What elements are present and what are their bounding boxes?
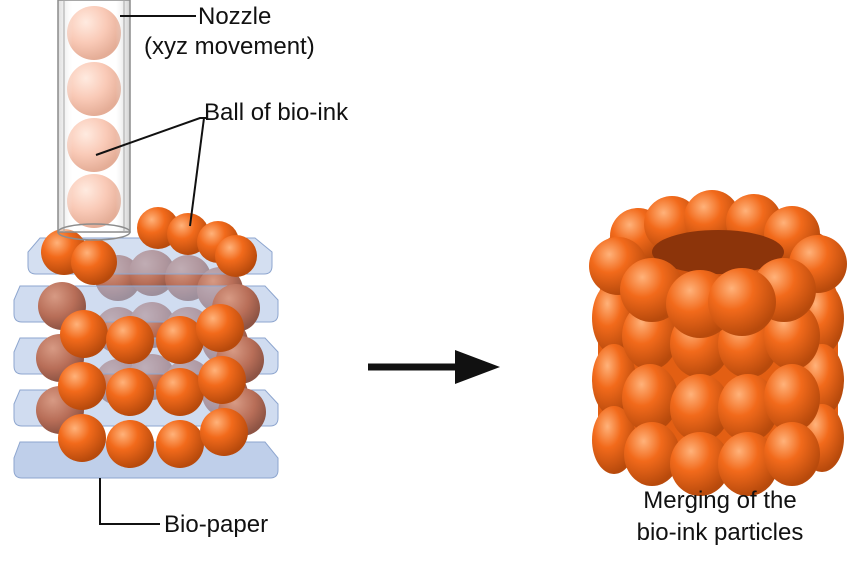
ring-sphere <box>708 268 776 336</box>
merging-label-line1: Merging of the <box>643 487 796 514</box>
sphere <box>198 356 246 404</box>
labels: Nozzle (xyz movement) Ball of bio-ink Bi… <box>144 3 803 546</box>
nozzle-label: Nozzle <box>198 3 271 30</box>
sphere <box>58 414 106 462</box>
sphere <box>200 408 248 456</box>
bump <box>764 364 820 432</box>
ball-leader-2 <box>189 117 205 227</box>
merging-label-line2: bio-ink particles <box>637 519 804 546</box>
nozzle <box>57 0 131 241</box>
sphere <box>60 310 108 358</box>
sphere <box>106 420 154 468</box>
sphere <box>106 368 154 416</box>
sphere <box>106 316 154 364</box>
bump <box>718 374 778 442</box>
sphere <box>156 368 204 416</box>
bump <box>764 422 820 486</box>
biopaper-leader <box>99 478 160 525</box>
sphere <box>156 316 204 364</box>
bump <box>670 432 730 496</box>
tube-opening <box>57 223 131 241</box>
nozzle-sublabel: (xyz movement) <box>144 33 315 60</box>
sphere <box>71 239 117 285</box>
bump <box>624 422 680 486</box>
nozzle-tube <box>57 0 131 233</box>
bump <box>622 364 678 432</box>
arrow-head <box>455 350 500 384</box>
bump <box>670 374 730 442</box>
printing-assembly <box>13 0 279 525</box>
front-ring-spheres <box>36 207 266 468</box>
sphere <box>58 362 106 410</box>
sphere <box>215 235 257 277</box>
merged-construct <box>589 190 847 496</box>
leader-lines <box>95 15 206 525</box>
sphere <box>156 420 204 468</box>
ball-label: Ball of bio-ink <box>204 99 349 126</box>
process-arrow <box>368 350 500 384</box>
sphere <box>196 304 244 352</box>
ring-hole <box>652 230 784 274</box>
bump <box>718 432 778 496</box>
biopaper-label: Bio-paper <box>164 511 268 538</box>
cylinder-top-ring <box>589 190 847 338</box>
